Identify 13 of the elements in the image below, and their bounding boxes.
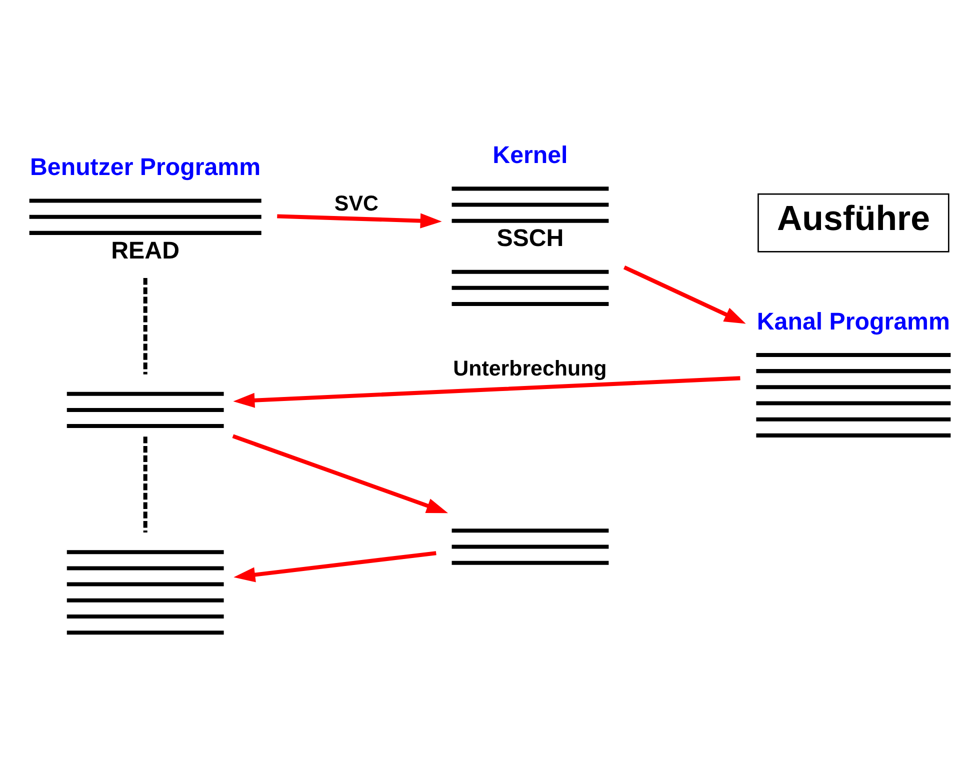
node-text: Benutzer Programm READ (30, 154, 261, 264)
arrow (234, 550, 436, 582)
arrow (623, 264, 746, 324)
node-text: Kanal Programm (756, 308, 950, 335)
node-box: Ausführe (758, 192, 950, 252)
edge-label: SVC (334, 191, 379, 216)
connector (143, 436, 148, 532)
node-text: Kernel SSCH (492, 142, 568, 252)
edge-label: Unterbrechung (453, 356, 607, 380)
arrow (277, 212, 442, 228)
arrow (233, 376, 740, 408)
arrow (232, 434, 448, 513)
connector (143, 278, 148, 374)
